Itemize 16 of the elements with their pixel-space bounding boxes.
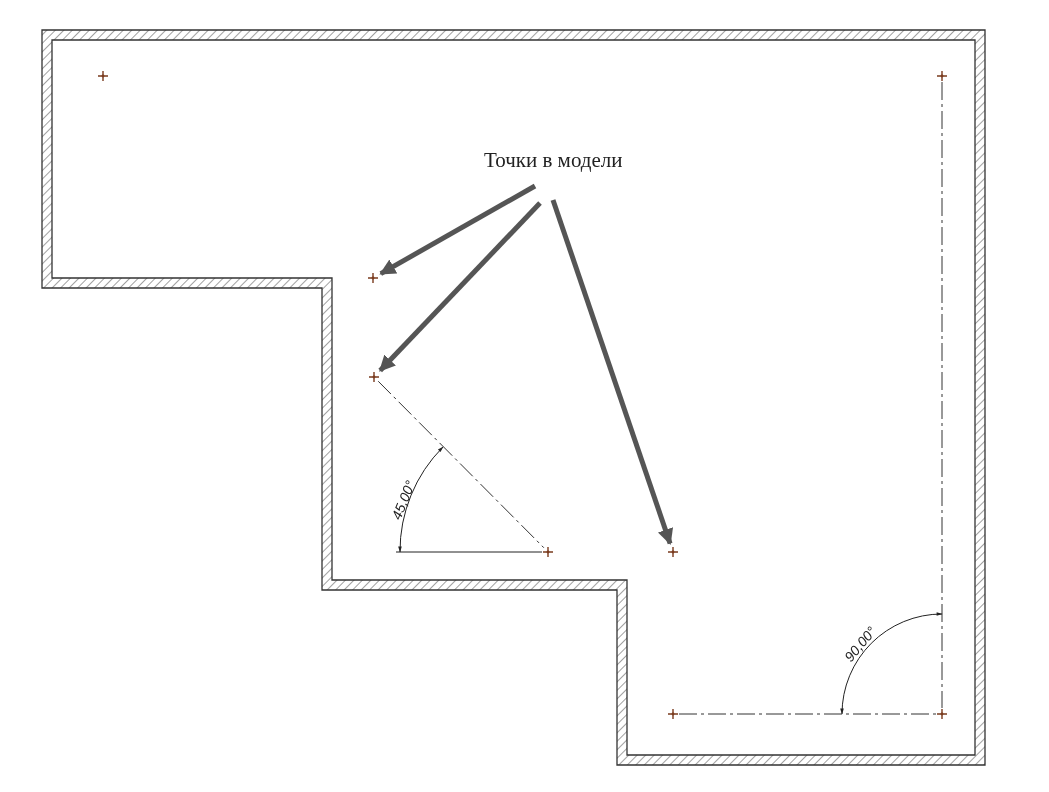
arrow (379, 183, 537, 276)
angle-dimension-text: 45,00° (388, 478, 419, 522)
point-marker (543, 547, 553, 557)
point-marker (668, 709, 678, 719)
point-marker (98, 71, 108, 81)
arrow (378, 201, 542, 373)
construction-line (941, 81, 943, 709)
construction-line (678, 713, 937, 715)
arrow (550, 199, 674, 545)
point-marker (668, 547, 678, 557)
callout-text: Точки в модели (484, 148, 648, 176)
point-marker (369, 372, 379, 382)
point-marker (937, 709, 947, 719)
construction-line (377, 380, 545, 549)
point-marker (368, 273, 378, 283)
point-marker (937, 71, 947, 81)
